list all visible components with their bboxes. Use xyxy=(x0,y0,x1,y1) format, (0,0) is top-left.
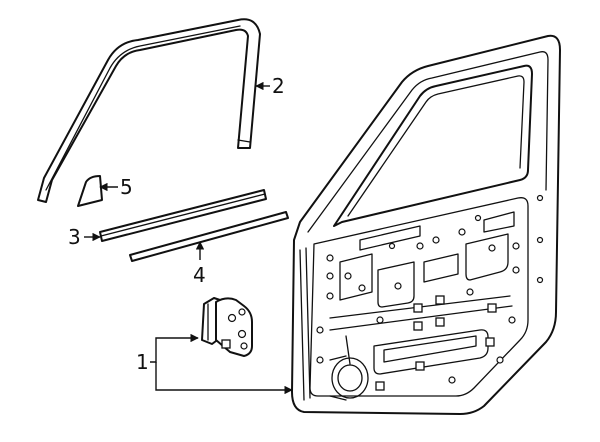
callout-3: 3 xyxy=(68,225,81,249)
door-hinge xyxy=(201,297,253,357)
callout-1: 1 xyxy=(136,350,149,374)
belt-molding xyxy=(99,189,267,242)
leader-lines xyxy=(84,81,293,395)
belt-weatherstrip xyxy=(129,211,289,262)
callout-2: 2 xyxy=(272,74,285,98)
window-channel-weatherstrip xyxy=(37,18,261,203)
door-shell xyxy=(291,34,561,415)
corner-trim-piece xyxy=(77,175,103,207)
callout-5: 5 xyxy=(120,175,133,199)
callout-4: 4 xyxy=(193,263,206,287)
